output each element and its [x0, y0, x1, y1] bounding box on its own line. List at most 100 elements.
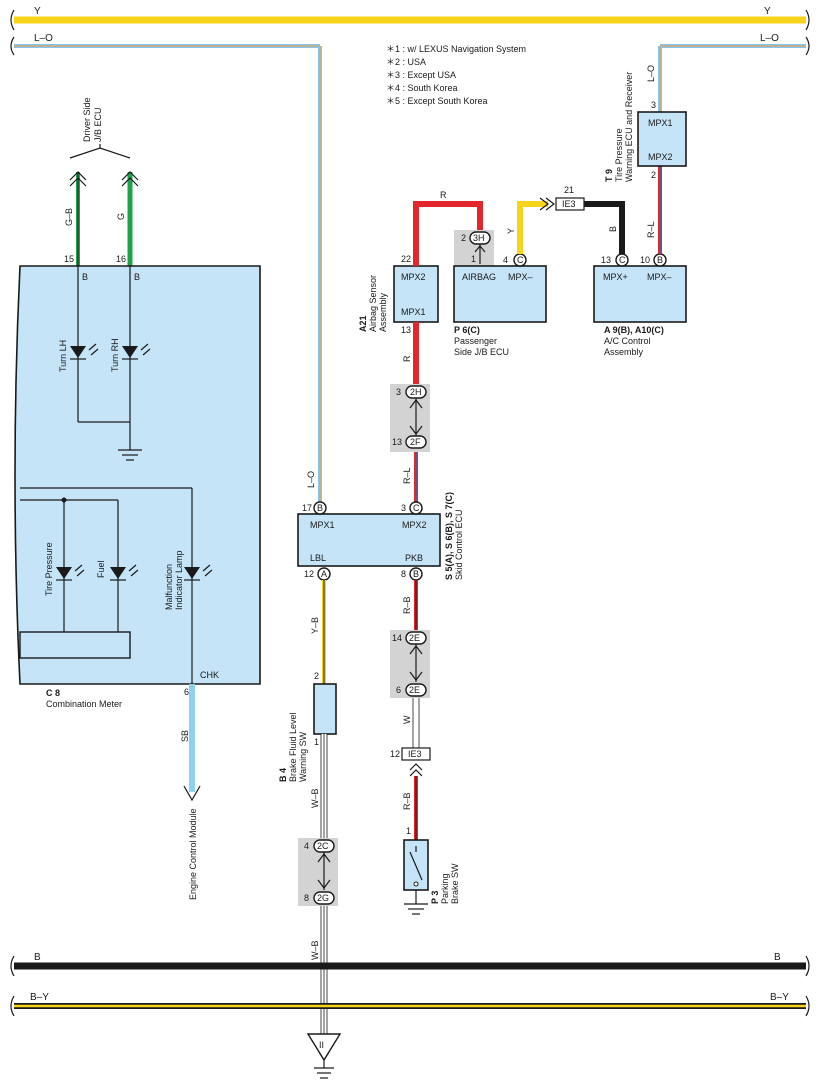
conn-2h-pin: 3 — [396, 387, 401, 397]
ecm-label: Engine Control Module — [188, 808, 198, 900]
ie3-top-pin: 21 — [564, 185, 574, 195]
ie3-top-label: IE3 — [562, 199, 576, 209]
turn-lh-led-icon — [70, 343, 99, 360]
bf-line1: Brake Fluid Level — [288, 712, 298, 782]
airbag-pin22: 22 — [401, 254, 411, 264]
ac-mpx-plus: MPX+ — [603, 272, 628, 282]
skid-mpx2: MPX2 — [402, 520, 427, 530]
wire-rb-2-label: R–B — [402, 792, 412, 810]
pkb-pin1: 1 — [406, 826, 411, 836]
pjb-line1: Passenger — [454, 336, 497, 346]
meter-code: C 8 — [46, 688, 60, 698]
skid-control-ecu: B 17 C 3 MPX1 MPX2 LBL PKB A 12 B 8 S 5(… — [297, 492, 464, 581]
conn-2e-b-pin: 6 — [396, 685, 401, 695]
ac-pin10: 10 — [640, 255, 650, 265]
r-wire-mid: R — [402, 322, 419, 384]
bottom-b-label-left: B — [34, 952, 41, 963]
rb-wire-lower: R–B — [402, 776, 418, 840]
conn-2c-label: 2C — [317, 841, 329, 851]
meter-pin6: 6 — [184, 687, 189, 697]
driver-jb-line1: Driver Side — [82, 97, 92, 142]
tire-pin3: 3 — [651, 100, 656, 110]
combination-meter: 15 B 16 B Turn LH Turn RH — [14, 254, 261, 709]
driver-jb-line2: J/B ECU — [93, 107, 103, 142]
pkb-line2: Brake SW — [450, 863, 460, 904]
fuel-led-icon — [110, 564, 139, 581]
meter-pin15: 15 — [64, 254, 74, 264]
skid-pin12-c: A — [321, 569, 327, 579]
turn-rh-label: Turn RH — [110, 338, 120, 372]
skid-pkb: PKB — [405, 553, 423, 563]
meter-name: Combination Meter — [46, 699, 122, 709]
pjb-3h: 3H — [473, 233, 485, 243]
skid-lo-wire-label: L–O — [306, 471, 316, 488]
tire-rl-wire-label: R–L — [646, 221, 656, 238]
bf-pin1: 1 — [314, 737, 319, 747]
tire-line2: Warning ECU and Receiver — [624, 72, 634, 182]
ie3-bottom: IE3 12 — [390, 747, 431, 777]
top-lo-label-left: L–O — [34, 33, 53, 44]
connector-2c-2g: 2C 4 2G 8 — [298, 838, 338, 906]
meter-pin16-term: B — [134, 272, 140, 282]
skid-pin8-c: B — [413, 569, 419, 579]
rl-wire-to-skid: R–L — [402, 452, 418, 502]
pjb-code: P 6(C) — [454, 325, 480, 335]
wire-y-label: Y — [506, 228, 516, 234]
bottom-b-bus: B B — [10, 952, 810, 977]
bf-code: B 4 — [278, 768, 288, 782]
lo-wire-to-tire-ecu: L–O — [646, 46, 662, 112]
skid-pin8: 8 — [401, 569, 406, 579]
w-wire: W — [402, 698, 420, 752]
tire-mpx2: MPX2 — [648, 152, 673, 162]
ac-pin10-c: B — [657, 255, 663, 265]
note-5: ＊5 : Except South Korea — [386, 96, 488, 106]
meter-pin16: 16 — [116, 254, 126, 264]
tire-mpx1: MPX1 — [648, 118, 673, 128]
wire-w-label: W — [402, 715, 412, 724]
tire-line1: Tire Pressure — [614, 128, 624, 182]
ac-pin13: 13 — [601, 255, 611, 265]
skid-pin17-c: B — [317, 503, 323, 513]
mil-label-1: Malfunction — [164, 564, 174, 610]
airbag-line1: Airbag Sensor — [368, 275, 378, 332]
bottom-b-label-right: B — [774, 952, 781, 963]
ac-line1: A/C Control — [604, 336, 651, 346]
note-1: ＊1 : w/ LEXUS Navigation System — [386, 44, 526, 54]
ac-mpx-minus: MPX– — [647, 272, 672, 282]
wire-rl-label: R–L — [402, 467, 412, 484]
wire-wb-label-2: W–B — [310, 940, 320, 960]
ground-ii-label: II — [319, 1040, 324, 1050]
tire-pressure-label: Tire Pressure — [44, 542, 54, 596]
wire-rb-1-label: R–B — [402, 596, 412, 614]
connector-2e: 2E 14 2E 6 — [390, 630, 430, 698]
conn-2h-label: 2H — [410, 387, 422, 397]
top-y-bus: Y Y — [10, 6, 810, 31]
pjb-pin2: 2 — [461, 233, 466, 243]
airbag-sensor: MPX2 MPX1 22 13 A21 Airbag Sensor Assemb… — [358, 254, 439, 335]
chassis-ground-icon: II — [306, 1033, 342, 1079]
parking-ground-icon — [404, 903, 428, 915]
note-2: ＊2 : USA — [386, 57, 426, 67]
driver-side-jb: Driver Side J/B ECU G–B G — [64, 97, 139, 266]
conn-2e-a-pin: 14 — [392, 633, 402, 643]
sb-wire-to-ecm: 6 SB Engine Control Module — [180, 684, 201, 900]
top-lo-bus: L–O L–O — [10, 33, 810, 56]
top-lo-label-right: L–O — [760, 33, 779, 44]
wire-r-mid-label: R — [402, 355, 412, 362]
fuel-label: Fuel — [96, 560, 106, 578]
pjb-pin1: 1 — [471, 254, 476, 264]
tire-pressure-led-icon — [56, 564, 85, 581]
tire-pressure-ecu: MPX1 MPX2 3 2 T 9 Tire Pressure Warning … — [604, 72, 687, 182]
bottom-by-label-right: B–Y — [770, 992, 789, 1003]
wire-wb-label-1: W–B — [310, 788, 320, 808]
conn-2c-pin: 4 — [304, 841, 309, 851]
airbag-code: A21 — [358, 315, 368, 332]
yb-wire: Y–B — [310, 580, 326, 684]
turn-rh-led-icon — [122, 343, 151, 360]
chk-terminal: CHK — [200, 670, 219, 680]
skid-code: S 5(A), S 6(B), S 7(C) — [444, 492, 454, 580]
skid-lbl: LBL — [310, 553, 326, 563]
tire-code: T 9 — [604, 169, 614, 182]
conn-2e-a-label: 2E — [409, 633, 420, 643]
top-y-label-left: Y — [34, 6, 41, 17]
